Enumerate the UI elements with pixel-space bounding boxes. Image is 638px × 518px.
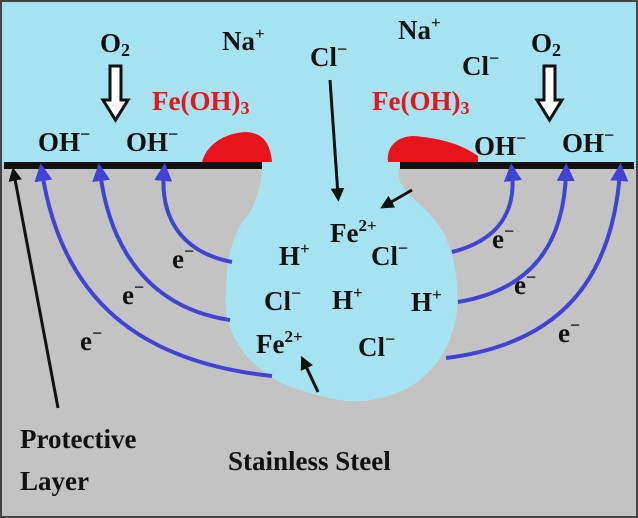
protective-layer-right xyxy=(400,162,634,169)
oh-ion-label-3: OH− xyxy=(474,128,526,161)
electron-label-1: e− xyxy=(172,241,194,274)
cl-ion-label-pit-3: Cl− xyxy=(358,329,395,362)
feoh3-deposit-right xyxy=(387,136,478,162)
o2-label-left: O2 xyxy=(100,28,130,60)
fe2-ion-label-upper: Fe2+ xyxy=(330,216,377,248)
oh-ion-label-1: OH− xyxy=(38,124,90,157)
cl-ion-label-top-right: Cl− xyxy=(462,48,499,81)
fe-dissolution-arrow xyxy=(300,355,320,393)
oh-ion-label-2: OH− xyxy=(126,124,178,157)
o2-arrow-left xyxy=(100,64,131,123)
fe-to-surface-arrow xyxy=(380,188,413,209)
chloride-migration-arrow xyxy=(328,79,345,202)
stainless-steel-label: Stainless Steel xyxy=(228,446,391,476)
o2-label-right: O2 xyxy=(531,28,561,60)
protective-layer-pointer xyxy=(8,167,60,409)
electron-arrow-right-inner xyxy=(451,163,522,254)
feoh3-label-left: Fe(OH)3 xyxy=(152,86,249,118)
cl-ion-label-top: Cl− xyxy=(310,39,347,72)
electron-arrow-left-outer xyxy=(34,163,273,378)
electron-label-3: e− xyxy=(80,323,102,356)
h-ion-label-1: H+ xyxy=(279,239,310,271)
cl-ion-label-pit-1: Cl− xyxy=(371,238,408,271)
electron-arrow-right-outer xyxy=(445,163,629,360)
cl-ion-label-pit-2: Cl− xyxy=(264,283,301,316)
na-ion-label-right: Na+ xyxy=(398,13,441,45)
electron-arrow-left-middle xyxy=(92,163,231,322)
protective-layer-label-line1: Protective xyxy=(20,424,136,454)
protective-layer xyxy=(4,162,262,169)
fe2-ion-label-lower: Fe2+ xyxy=(256,327,303,359)
corrosion-pit xyxy=(225,166,458,402)
oh-ion-label-4: OH− xyxy=(562,125,614,158)
electron-label-4: e− xyxy=(492,221,514,254)
na-ion-label-left: Na+ xyxy=(222,24,265,56)
h-ion-label-2: H+ xyxy=(332,283,363,315)
electrolyte-solution xyxy=(0,0,638,166)
electron-label-5: e− xyxy=(514,267,536,300)
electron-arrow-right-middle xyxy=(457,163,575,304)
electron-label-6: e− xyxy=(558,315,580,348)
feoh3-label-right: Fe(OH)3 xyxy=(372,86,469,118)
electron-arrow-left-inner xyxy=(154,163,233,264)
o2-arrow-right xyxy=(534,64,565,123)
h-ion-label-3: H+ xyxy=(411,285,442,317)
feoh3-deposit-left xyxy=(202,132,272,162)
protective-layer-label-line2: Layer xyxy=(20,466,89,496)
electron-label-2: e− xyxy=(122,277,144,310)
